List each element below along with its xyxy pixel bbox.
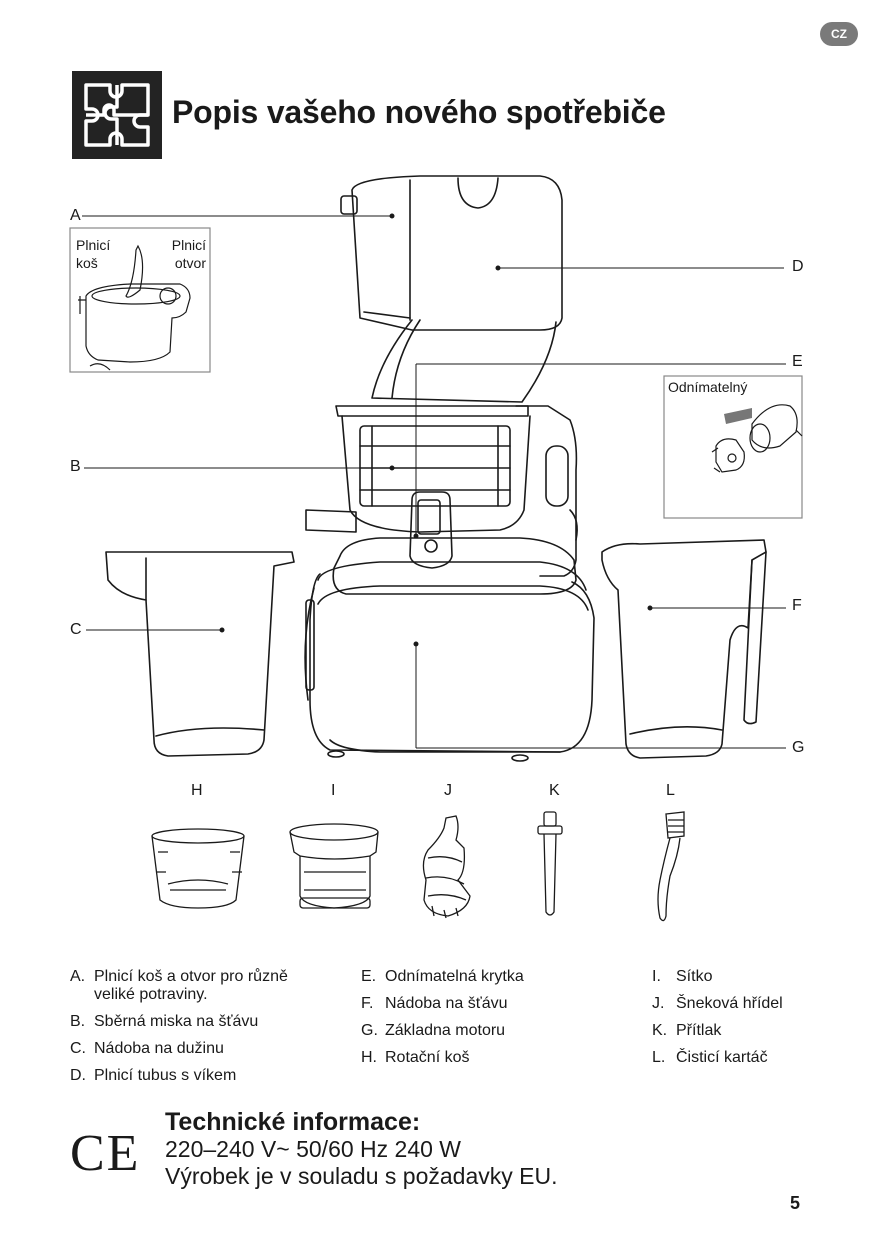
- legend-text: Plnicí koš a otvor pro různě: [94, 968, 288, 985]
- legend-letter: G.: [361, 1022, 378, 1039]
- tech-info-compliance: Výrobek je v souladu s požadavky EU.: [165, 1163, 558, 1189]
- legend-item-c: C. Nádoba na dužinu: [70, 1040, 350, 1058]
- auger-drawing: [422, 815, 471, 919]
- callout-f: F: [792, 597, 802, 614]
- legend-text: Čisticí kartáč: [676, 1049, 768, 1066]
- legend-column-2: E. Odnímatelná krytka F. Nádoba na šťávu G…: [361, 968, 621, 1076]
- language-badge: CZ: [820, 22, 858, 46]
- inset-feed-label-left: Plnicí koš: [76, 236, 110, 272]
- legend-letter: H.: [361, 1049, 377, 1066]
- legend-letter: C.: [70, 1040, 86, 1057]
- legend-letter: J.: [652, 995, 665, 1012]
- callout-d: D: [792, 258, 804, 275]
- brush-drawing: [657, 811, 685, 922]
- callout-g: G: [792, 739, 805, 756]
- inset-removable-label: Odnímatelný: [668, 379, 748, 395]
- feed-inset-frame: [69, 227, 211, 373]
- legend-text: Nádoba na dužinu: [94, 1040, 224, 1057]
- page-number: 5: [790, 1193, 801, 1213]
- rotating-basket-drawing: [151, 828, 245, 909]
- legend-item-g: G. Základna motoru: [361, 1022, 621, 1040]
- legend-item-j: J. Šneková hřídel: [652, 995, 852, 1013]
- inset-feed-left-2: koš: [76, 255, 98, 271]
- juice-container: [601, 539, 767, 759]
- legend-letter: F.: [361, 995, 374, 1012]
- legend-letter: B.: [70, 1013, 86, 1030]
- legend-item-l: L. Čisticí kartáč: [652, 1049, 852, 1067]
- accessory-l-label: L: [666, 782, 675, 799]
- legend-letter: K.: [652, 1022, 668, 1039]
- accessory-i-label: I: [331, 782, 336, 799]
- legend-item-b: B. Sběrná miska na šťávu: [70, 1013, 350, 1031]
- inset-feed-right-1: Plnicí: [171, 237, 206, 253]
- legend-item-k: K. Přítlak: [652, 1022, 852, 1040]
- legend-text: Nádoba na šťávu: [385, 995, 508, 1012]
- legend-text: Přítlak: [676, 1022, 722, 1039]
- strainer-drawing: [289, 823, 379, 909]
- legend-text: Sběrná miska na šťávu: [94, 1013, 259, 1030]
- legend-text: Šneková hřídel: [676, 995, 783, 1012]
- legend-column-3: I. Sítko J. Šneková hřídel K. Přítlak L. Čis…: [652, 968, 852, 1076]
- legend-column-1: A. Plnicí koš a otvor pro různě veliké po…: [70, 968, 350, 1094]
- legend-text: Sítko: [676, 968, 713, 985]
- inset-feed-right-2: otvor: [174, 255, 206, 271]
- legend-item-a: A. Plnicí koš a otvor pro různě veliké po…: [70, 968, 350, 1004]
- callout-b: B: [70, 458, 81, 475]
- accessory-h-label: H: [191, 782, 203, 799]
- legend-text: Rotační koš: [385, 1049, 470, 1066]
- ce-mark-icon: CE: [70, 1125, 141, 1182]
- legend-letter: I.: [652, 968, 661, 985]
- legend-letter: E.: [361, 968, 377, 985]
- accessory-j-label: J: [444, 782, 452, 799]
- juicing-bowl: [335, 405, 529, 417]
- motor-base: [309, 573, 595, 753]
- puzzle-icon: [72, 71, 162, 159]
- tech-info-power: 220–240 V~ 50/60 Hz 240 W: [165, 1136, 462, 1162]
- removable-inset-frame: [663, 375, 803, 519]
- callout-c: C: [70, 621, 82, 638]
- legend-text: Základna motoru: [385, 1022, 506, 1039]
- inset-feed-left-1: Plnicí: [76, 237, 111, 253]
- accessory-k-label: K: [549, 782, 560, 799]
- legend-text: Odnímatelná krytka: [385, 968, 524, 985]
- page-title: Popis vašeho nového spotřebiče: [172, 94, 666, 130]
- legend-item-i: I. Sítko: [652, 968, 852, 986]
- legend-letter: D.: [70, 1067, 86, 1084]
- feed-hopper: [351, 175, 563, 331]
- legend-item-h: H. Rotační koš: [361, 1049, 621, 1067]
- juice-outlet: [409, 491, 453, 569]
- legend-item-e: E. Odnímatelná krytka: [361, 968, 621, 986]
- legend-item-f: F. Nádoba na šťávu: [361, 995, 621, 1013]
- pulp-container: [105, 551, 295, 757]
- feed-chute: [371, 319, 557, 403]
- callout-e: E: [792, 353, 803, 370]
- tech-info-title: Technické informace:: [165, 1108, 421, 1136]
- legend-item-d: D. Plnicí tubus s víkem: [70, 1067, 350, 1085]
- legend-text: Plnicí tubus s víkem: [94, 1067, 237, 1084]
- pusher-drawing: [537, 811, 563, 916]
- legend-letter: L.: [652, 1049, 666, 1066]
- legend-text-cont: veliké potraviny.: [94, 986, 208, 1003]
- callout-a: A: [70, 207, 81, 224]
- inset-feed-label-right: Plnicí otvor: [168, 236, 206, 272]
- legend-letter: A.: [70, 968, 86, 985]
